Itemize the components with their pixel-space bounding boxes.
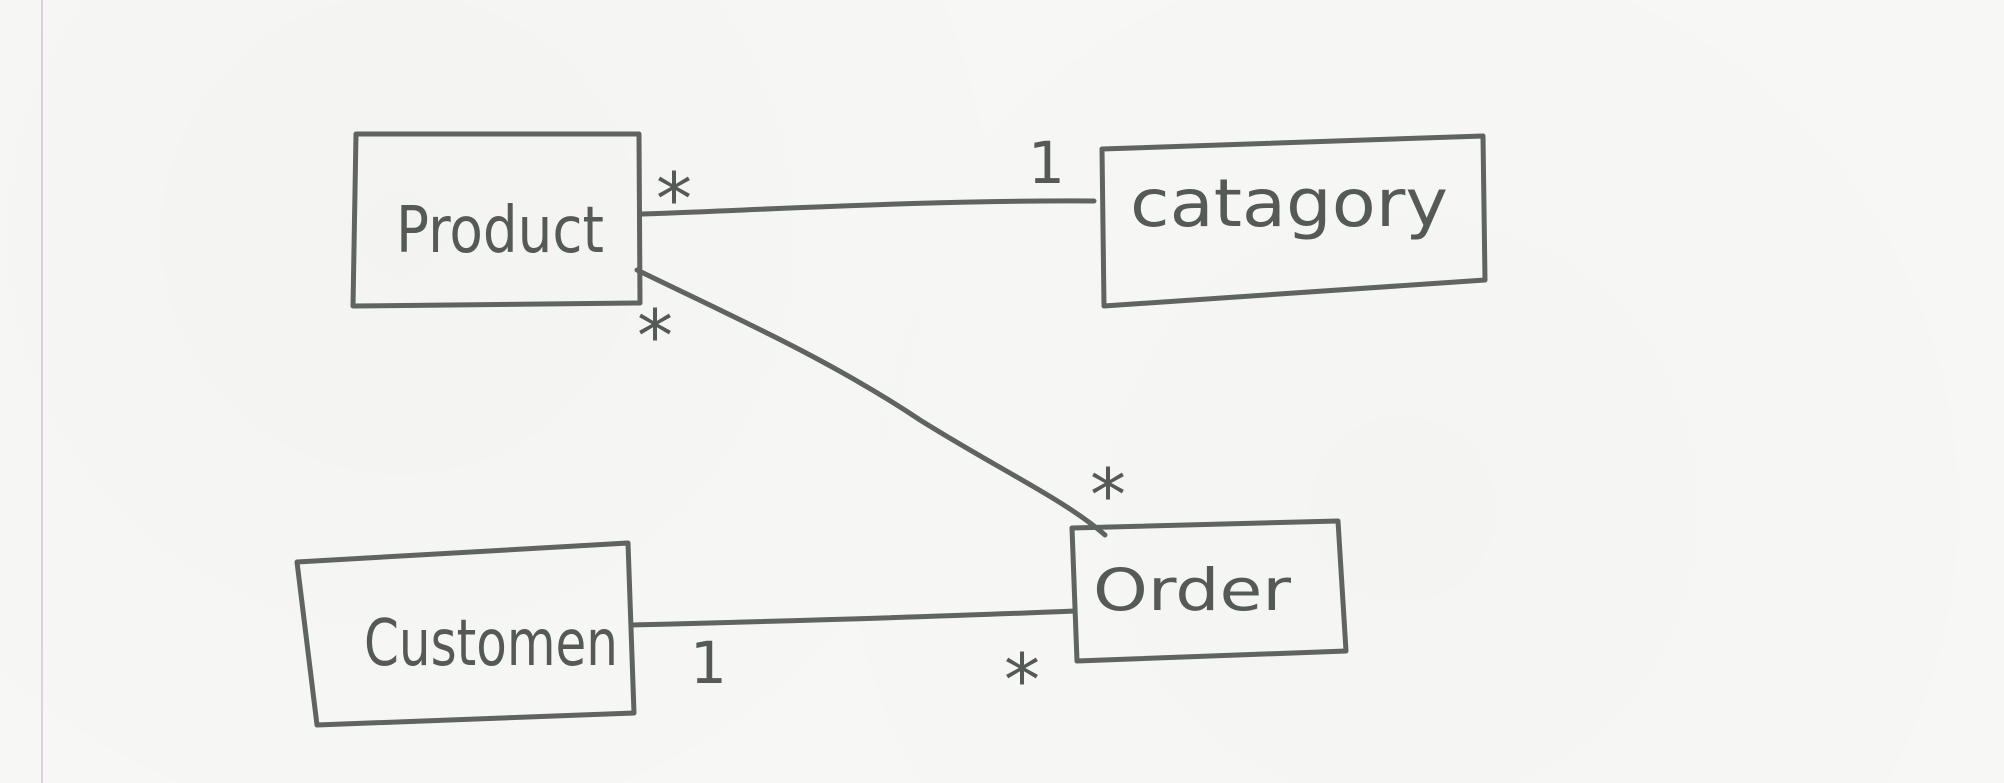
category-label: catagory — [1130, 165, 1448, 242]
entity-product: Product — [350, 131, 643, 309]
multiplicity-product-category-category: 1 — [1028, 129, 1065, 197]
association-product-category — [639, 198, 1097, 217]
entity-order: Order — [1069, 518, 1349, 664]
customer-box — [294, 540, 637, 728]
category-box — [1099, 133, 1488, 309]
association-customer-order — [629, 608, 1078, 628]
association-product-order — [634, 267, 1108, 538]
customer-label: Customen — [364, 607, 618, 681]
order-box — [1069, 518, 1349, 664]
multiplicity-customer-order-customer: 1 — [690, 629, 727, 697]
entity-category: catagory — [1099, 133, 1488, 309]
multiplicity-product-category-product: * — [656, 157, 692, 241]
product-box — [350, 131, 643, 309]
notebook-margin-line — [41, 0, 43, 783]
entity-customer: Customen — [294, 540, 637, 728]
multiplicity-customer-order-order: * — [1004, 638, 1040, 722]
order-label: Order — [1093, 556, 1291, 624]
multiplicity-product-order-product: * — [637, 294, 673, 378]
product-label: Product — [396, 194, 604, 268]
multiplicity-product-order-order: * — [1090, 453, 1126, 537]
